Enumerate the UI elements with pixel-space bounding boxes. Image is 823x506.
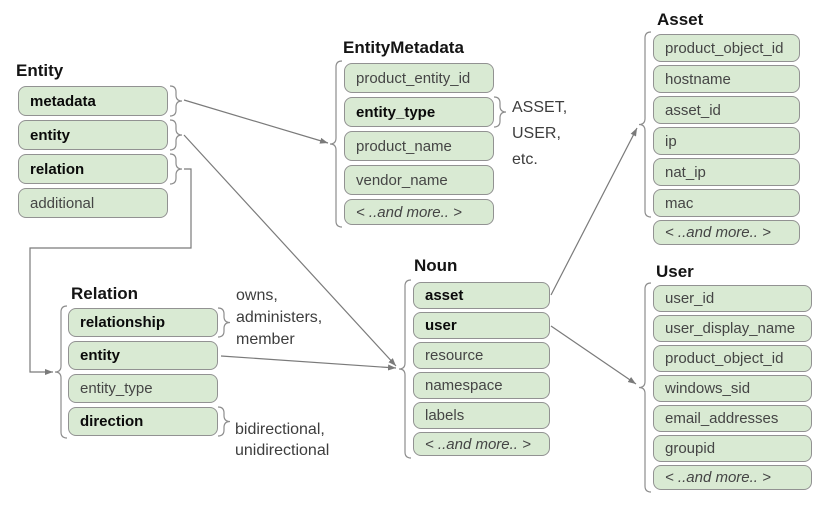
asset-field-ip: ip (653, 127, 800, 155)
entitymetadata-field-and-more: < ..and more.. > (344, 199, 494, 225)
relation-box-title: Relation (71, 284, 139, 303)
entitymetadata-field-product-name: product_name (344, 131, 494, 161)
noun-field-resource: resource (413, 342, 550, 369)
arrow-relation-entity-to-noun (220, 355, 397, 371)
asset-field-and-more: < ..and more.. > (653, 220, 800, 245)
brace-relation-group (54, 305, 68, 439)
entity-field-metadata: metadata (18, 86, 168, 116)
entitymetadata-field-entity-type: entity_type (344, 97, 494, 127)
user-field-groupid: groupid (653, 435, 812, 462)
user-field-product-object-id: product_object_id (653, 345, 812, 372)
relation-field-relationship: relationship (68, 308, 218, 337)
brace-entity-metadata (169, 85, 183, 117)
brace-entity-relation (169, 153, 183, 185)
user-field-windows-sid: windows_sid (653, 375, 812, 402)
asset-field-mac: mac (653, 189, 800, 217)
user-field-email-addresses: email_addresses (653, 405, 812, 432)
note-line: USER, (512, 125, 561, 142)
user-field-and-more: < ..and more.. > (653, 465, 812, 490)
note-line: owns, (236, 287, 278, 304)
entitymetadata-box-title: EntityMetadata (343, 38, 464, 57)
user-box-title: User (656, 262, 694, 281)
arrow-entity-metadata-to-entitymetadata (183, 99, 329, 144)
noun-field-labels: labels (413, 402, 550, 429)
brace-entity-entity (169, 119, 183, 151)
asset-field-asset-id: asset_id (653, 96, 800, 124)
relationship-values-note: owns, administers, member (236, 285, 322, 351)
noun-field-and-more: < ..and more.. > (413, 432, 550, 456)
brace-noun-group (398, 279, 412, 459)
relation-field-entity: entity (68, 341, 218, 370)
entity-field-additional: additional (18, 188, 168, 218)
relation-field-direction: direction (68, 407, 218, 436)
brace-entitymetadata-entity-type (493, 96, 507, 128)
note-line: bidirectional, (235, 421, 325, 438)
brace-relation-relationship (217, 307, 231, 338)
entity-box-title: Entity (16, 61, 64, 80)
note-line: unidirectional (235, 442, 330, 459)
user-field-user-id: user_id (653, 285, 812, 312)
brace-entitymetadata-group (329, 60, 343, 228)
entity-field-relation: relation (18, 154, 168, 184)
entitymetadata-field-product-entity-id: product_entity_id (344, 63, 494, 93)
asset-field-nat-ip: nat_ip (653, 158, 800, 186)
asset-field-hostname: hostname (653, 65, 800, 93)
entity-field-entity: entity (18, 120, 168, 150)
entity-type-values-note: ASSET, USER, etc. (512, 95, 567, 173)
direction-values-note: bidirectional, unidirectional (235, 419, 329, 461)
arrow-noun-user-to-user (550, 325, 637, 385)
brace-relation-direction (217, 406, 231, 437)
noun-field-user: user (413, 312, 550, 339)
note-line: member (236, 331, 295, 348)
note-line: etc. (512, 151, 538, 168)
entitymetadata-field-vendor-name: vendor_name (344, 165, 494, 195)
relation-field-entity-type: entity_type (68, 374, 218, 403)
note-line: ASSET, (512, 99, 568, 116)
brace-user-group (638, 282, 652, 493)
user-field-user-display-name: user_display_name (653, 315, 812, 342)
noun-box-title: Noun (414, 256, 458, 275)
asset-field-product-object-id: product_object_id (653, 34, 800, 62)
brace-asset-group (638, 31, 652, 218)
noun-field-namespace: namespace (413, 372, 550, 399)
asset-box-title: Asset (657, 10, 704, 29)
note-line: administers, (236, 309, 323, 326)
noun-field-asset: asset (413, 282, 550, 309)
